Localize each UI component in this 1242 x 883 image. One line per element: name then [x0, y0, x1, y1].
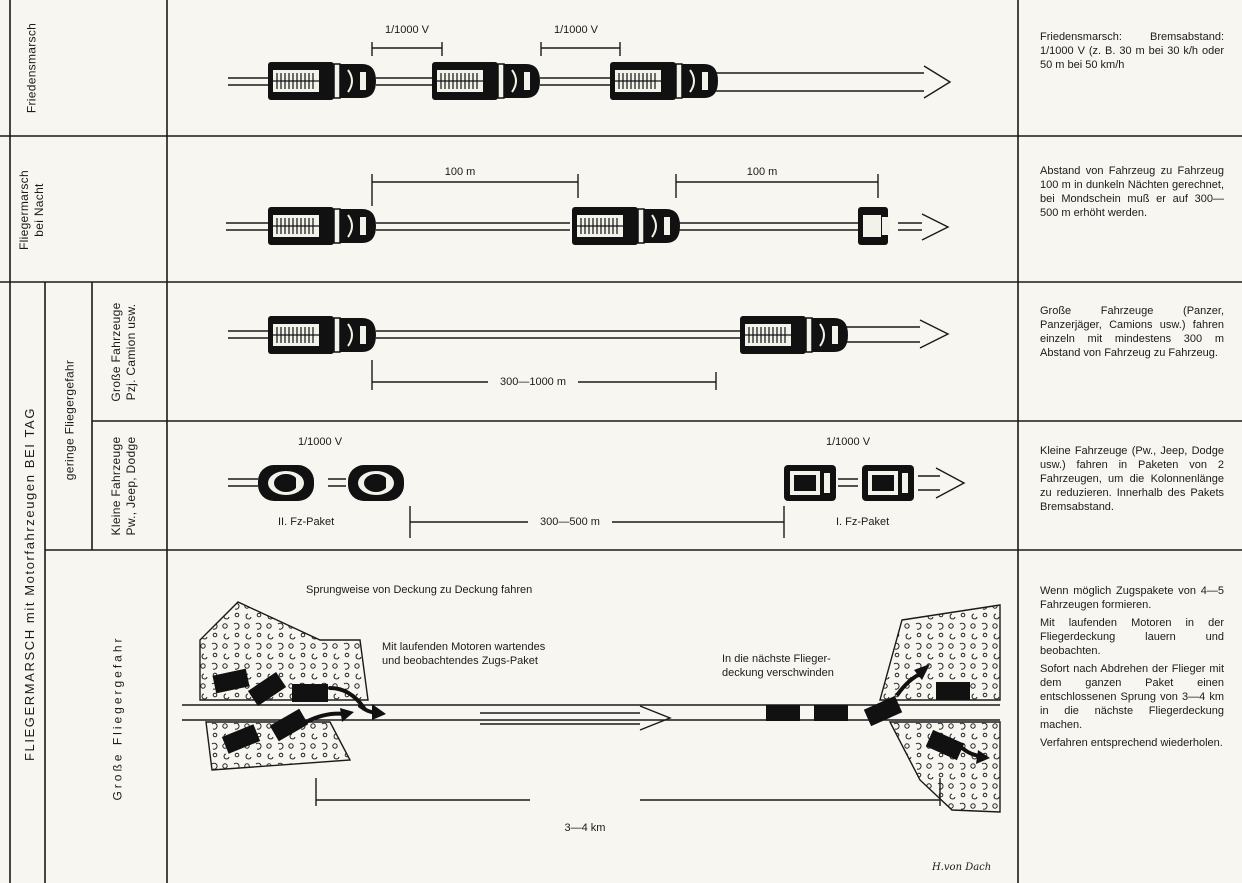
brake-distance-left: 1/1000 V	[298, 436, 343, 448]
distance-label-large-vehicles: 300—1000 m	[499, 376, 567, 388]
distance-label-small-vehicles: 300—500 m	[540, 516, 600, 528]
distance-label-peace-2: 1/1000 V	[553, 24, 599, 36]
description-small-vehicles: Kleine Fahrzeuge (Pw., Jeep, Dodge usw.)…	[1040, 445, 1224, 513]
packet-label-right: I. Fz-Paket	[836, 516, 890, 528]
distance-label-peace-1: 1/1000 V	[384, 24, 430, 36]
note-waiting-packet: Mit laufenden Motoren wartendes und beob…	[382, 641, 546, 667]
high-threat-title: Sprungweise von Deckung zu Deckung fahre…	[306, 584, 533, 596]
artist-signature: H.von Dach	[932, 862, 992, 873]
packet-label-left: II. Fz-Paket	[278, 516, 335, 528]
description-high-threat: Wenn möglich Zugspakete von 4—5 Fahrzeug…	[1040, 585, 1224, 749]
distance-label-high-threat: 3—4 km	[564, 822, 606, 834]
description-large-vehicles: Große Fahrzeuge (Panzer, Panzerjäger, Ca…	[1040, 305, 1224, 359]
brake-distance-right: 1/1000 V	[826, 436, 871, 448]
distance-label-night-1: 100 m	[444, 166, 476, 178]
description-peace: Friedensmarsch: Bremsabstand: 1/1000 V (…	[1040, 31, 1224, 71]
note-disappear-cover: In die nächste Flieger- deckung verschwi…	[722, 653, 834, 679]
description-night: Abstand von Fahrzeug zu Fahrzeug 100 m i…	[1040, 165, 1224, 219]
distance-label-night-2: 100 m	[746, 166, 778, 178]
